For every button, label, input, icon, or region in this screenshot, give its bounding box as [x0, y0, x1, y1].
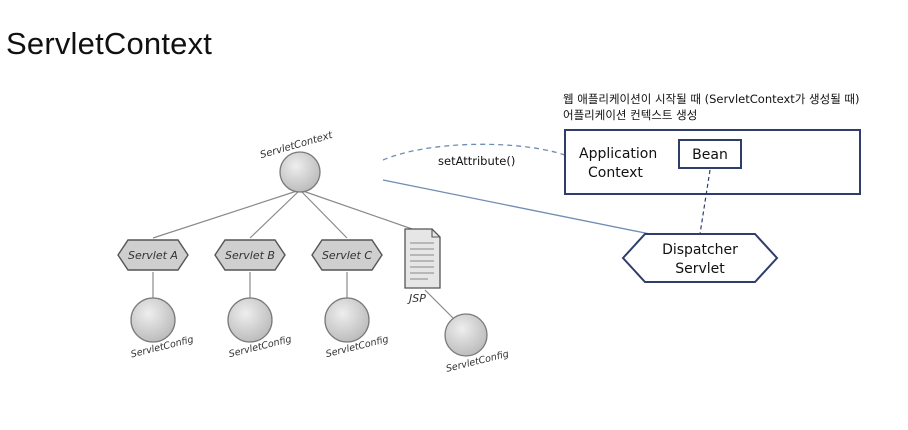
dispatcher-servlet-node — [621, 233, 779, 283]
servlet-config-b: ServletConfig — [227, 297, 293, 360]
note-line-1: 웹 애플리케이션이 시작될 때 (ServletContext가 생성될 때) — [563, 92, 860, 106]
set-attribute-connector — [382, 143, 566, 161]
servlet-config-c: ServletConfig — [324, 297, 390, 360]
servlet-b-label: Servlet B — [225, 249, 275, 262]
bean-dispatcher-connector — [699, 169, 711, 235]
dispatcher-label-2: Servlet — [675, 261, 725, 277]
application-context-label-1: Application — [579, 146, 657, 162]
servlet-a-node: Servlet A — [117, 239, 189, 271]
description-note: 웹 애플리케이션이 시작될 때 (ServletContext가 생성될 때) … — [563, 91, 860, 123]
servlet-config-jsp: ServletConfig — [444, 313, 510, 375]
jsp-document-icon — [404, 228, 441, 289]
dispatcher-label-1: Dispatcher — [662, 242, 738, 258]
context-dispatcher-connector — [382, 179, 651, 235]
servlet-context-node — [279, 151, 321, 193]
servlet-b-node: Servlet B — [214, 239, 286, 271]
servlet-a-label: Servlet A — [128, 249, 178, 262]
note-line-2: 어플리케이션 컨텍스트 생성 — [563, 108, 698, 122]
servlet-c-node: Servlet C — [311, 239, 383, 271]
bean-box — [678, 139, 742, 169]
set-attribute-label: setAttribute() — [438, 154, 515, 168]
page-title: ServletContext — [6, 26, 213, 61]
jsp-label: JSP — [407, 292, 426, 305]
application-context-label-2: Context — [588, 165, 643, 181]
bean-label: Bean — [692, 147, 728, 163]
tree-connectors — [152, 189, 456, 321]
servlet-c-label: Servlet C — [322, 249, 372, 262]
servlet-config-a: ServletConfig — [130, 297, 195, 360]
